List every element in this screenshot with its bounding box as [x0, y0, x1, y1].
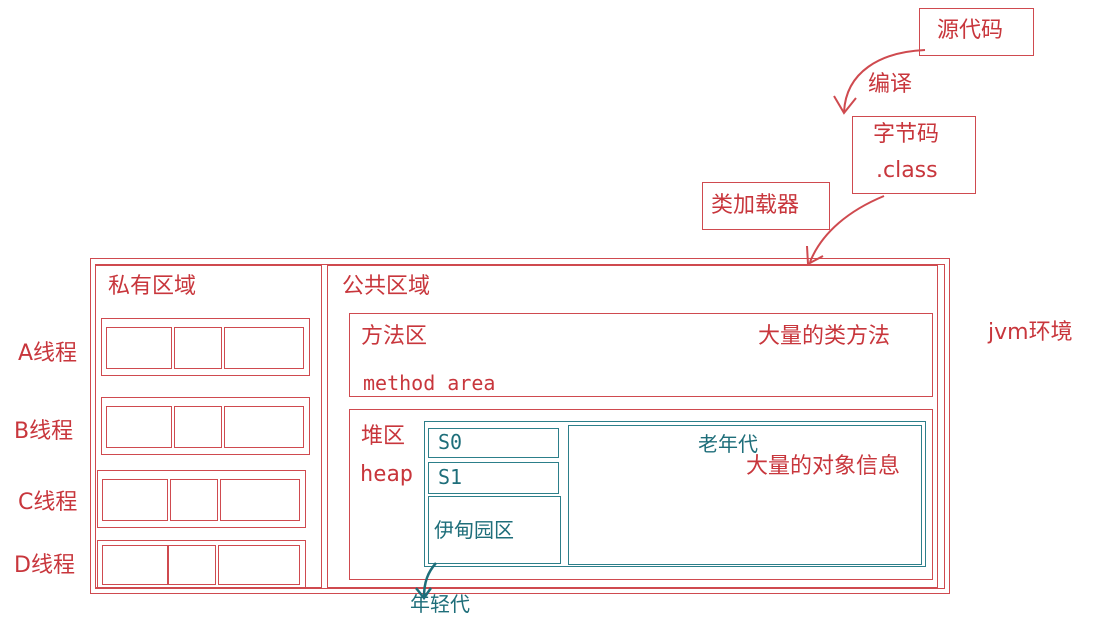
method-area-subtitle: method area	[363, 371, 496, 395]
s1-box	[428, 462, 559, 494]
s1-label: S1	[438, 465, 463, 489]
s0-label: S0	[438, 430, 463, 454]
thread-b-cell	[106, 406, 172, 448]
heap-title: 堆区	[361, 424, 406, 449]
method-area-box	[349, 313, 933, 397]
thread-d-cell	[102, 545, 168, 585]
bytecode-box	[852, 116, 976, 194]
heap-box	[349, 409, 933, 580]
thread-a-cell	[224, 327, 304, 369]
class-loader-label: 类加载器	[711, 193, 800, 218]
bytecode-label: 字节码	[873, 122, 940, 147]
thread-d-label: D线程	[14, 553, 75, 578]
thread-a-label: A线程	[18, 341, 78, 366]
thread-c-cell	[170, 479, 218, 521]
jvm-outer-box	[90, 258, 950, 594]
eden-label: 伊甸园区	[434, 518, 514, 542]
compile-label: 编译	[868, 72, 913, 97]
young-gen-box	[424, 421, 926, 567]
thread-c-cell	[220, 479, 300, 521]
thread-b-cell	[174, 406, 222, 448]
old-gen-label: 老年代	[698, 432, 758, 456]
thread-c-label: C线程	[18, 490, 78, 515]
public-area-title: 公共区域	[342, 274, 431, 299]
thread-c-cell	[102, 479, 168, 521]
jvm-env-label: jvm环境	[988, 320, 1073, 345]
thread-a-cell	[106, 327, 172, 369]
thread-b-label: B线程	[14, 419, 74, 444]
old-gen-box	[568, 425, 922, 565]
thread-d-cell	[218, 545, 300, 585]
compile-arrow-head	[833, 95, 857, 115]
private-area-title: 私有区域	[108, 274, 197, 299]
public-area-box	[327, 265, 938, 588]
thread-b-row	[101, 397, 310, 455]
thread-c-row	[97, 470, 306, 528]
young-gen-label: 年轻代	[410, 592, 470, 616]
method-area-note: 大量的类方法	[758, 324, 891, 349]
old-gen-note: 大量的对象信息	[746, 454, 901, 479]
heap-subtitle: heap	[360, 462, 413, 487]
eden-box	[428, 496, 561, 564]
method-area-title: 方法区	[361, 324, 428, 349]
thread-d-row	[97, 540, 306, 588]
source-code-label: 源代码	[937, 18, 1004, 43]
thread-b-cell	[224, 406, 304, 448]
thread-a-cell	[174, 327, 222, 369]
thread-d-cell	[168, 545, 216, 585]
source-code-box	[919, 8, 1034, 56]
s0-box	[428, 428, 559, 458]
thread-a-row	[101, 318, 310, 376]
bytecode-ext-label: .class	[876, 158, 938, 183]
